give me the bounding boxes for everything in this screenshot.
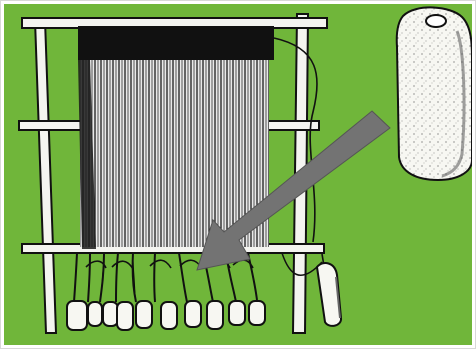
loom-weight-row: [67, 301, 265, 330]
woven-cloth-band: [78, 26, 274, 60]
loom-weight-icon: [397, 7, 472, 180]
left-upright-post: [35, 20, 56, 333]
loom-diagram: [4, 4, 472, 345]
warp-weighted-loom-icon: [19, 14, 341, 333]
loom-weight-hole: [426, 15, 446, 27]
diagram-panel: [4, 4, 472, 345]
